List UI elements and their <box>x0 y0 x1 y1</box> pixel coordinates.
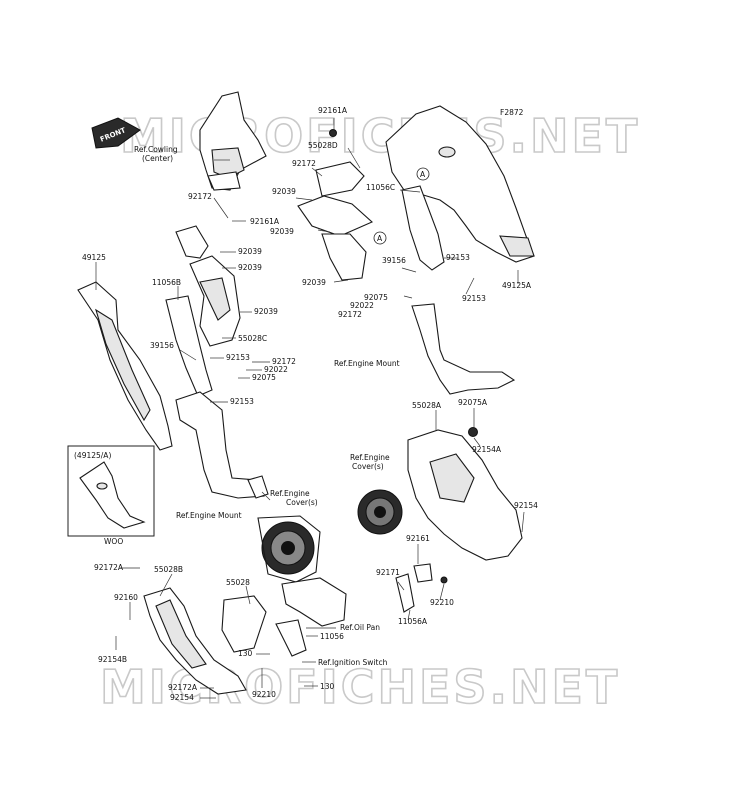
center-upper-brackets <box>297 129 374 281</box>
label-130: 130 <box>238 649 253 658</box>
label-55028A: 55028A <box>412 401 442 410</box>
label-92171: 92171 <box>376 568 400 577</box>
hardware-right-lower <box>395 427 478 613</box>
label-92022: 92022 <box>264 365 288 374</box>
label-92161A: 92161A <box>250 217 280 226</box>
label-92154A: 92154A <box>472 445 502 454</box>
label-92172: 92172 <box>292 159 316 168</box>
inset-title: (49125/A) <box>74 451 111 460</box>
lower-cowl-55028B <box>143 587 247 695</box>
label-92172A: 92172A <box>94 563 124 572</box>
label-92153: 92153 <box>446 253 470 262</box>
inset-box: (49125/A) WOO <box>67 445 155 546</box>
leader-lines <box>95 118 525 699</box>
svg-text:A: A <box>420 170 426 179</box>
label-92075: 92075 <box>364 293 388 302</box>
panel-left-upper <box>165 225 241 397</box>
ref-engine-mount-right: Ref.Engine Mount <box>334 359 400 368</box>
label-92172A: 92172A <box>168 683 198 692</box>
label-49125A: 49125A <box>502 281 532 290</box>
label-55028: 55028 <box>226 578 250 587</box>
engine-cover-right <box>357 429 523 561</box>
label-11056: 11056 <box>320 632 344 641</box>
label-92022: 92022 <box>350 301 374 310</box>
label-92039: 92039 <box>254 307 278 316</box>
label-49125: 49125 <box>82 253 106 262</box>
ref-cowling-center: (Center) <box>142 154 173 163</box>
reference-labels: Ref.Cowling (Center) Ref.Engine Mount Re… <box>134 145 400 667</box>
label-92154: 92154 <box>170 693 194 702</box>
label-55028C: 55028C <box>238 334 267 343</box>
label-92153: 92153 <box>462 294 486 303</box>
label-92039: 92039 <box>272 187 296 196</box>
label-92172: 92172 <box>338 310 362 319</box>
label-11056C: 11056C <box>366 183 395 192</box>
ref-cowling: Ref.Cowling <box>134 145 178 154</box>
ref-engine-cover-right: Ref.Engine <box>350 453 390 462</box>
ref-circle-a-2: A <box>416 167 430 181</box>
front-arrow-icon: FRONT <box>91 117 141 149</box>
ref-engine-mount-left: Ref.Engine Mount <box>176 511 242 520</box>
label-92154: 92154 <box>514 501 538 510</box>
label-92154B: 92154B <box>98 655 127 664</box>
label-39156: 39156 <box>150 341 174 350</box>
label-92039: 92039 <box>270 227 294 236</box>
ref-engine-cover-left-2: Cover(s) <box>286 498 318 507</box>
bracket-right-mid <box>401 185 516 395</box>
label-92075: 92075 <box>252 373 276 382</box>
label-92210: 92210 <box>252 690 276 699</box>
label-130: 130 <box>320 682 335 691</box>
engine-mount-left <box>175 391 269 499</box>
oil-pan-bracket <box>221 577 347 657</box>
label-11056B: 11056B <box>152 278 181 287</box>
side-cover-49125 <box>77 281 173 451</box>
svg-text:A: A <box>377 234 383 243</box>
watermark-top: MICROFICHES.NET <box>120 109 640 163</box>
label-92172: 92172 <box>272 357 296 366</box>
label-92161A: 92161A <box>318 106 348 115</box>
label-92161: 92161 <box>406 534 430 543</box>
label-92039: 92039 <box>238 263 262 272</box>
ref-engine-cover-left: Ref.Engine <box>270 489 310 498</box>
label-11056A: 11056A <box>398 617 428 626</box>
label-55028B: 55028B <box>154 565 183 574</box>
label-92172: 92172 <box>188 192 212 201</box>
label-92039: 92039 <box>302 278 326 287</box>
cowling-center-bracket <box>199 91 267 191</box>
engine-cover-left <box>257 515 321 583</box>
ref-circle-a-1: A <box>373 231 387 245</box>
label-92160: 92160 <box>114 593 138 602</box>
label-92075A: 92075A <box>458 398 488 407</box>
label-92153: 92153 <box>230 397 254 406</box>
grommet-icon <box>329 129 337 137</box>
ref-oil-pan: Ref.Oil Pan <box>340 623 380 632</box>
label-92153: 92153 <box>226 353 250 362</box>
ref-engine-cover-right-2: Cover(s) <box>352 462 384 471</box>
part-labels: 92161A 55028D 92172 92039 92039 92039 11… <box>82 106 538 702</box>
diagram-code: F2872 <box>500 108 524 117</box>
side-cover-49125A <box>385 105 535 263</box>
ref-ignition-switch: Ref.Ignition Switch <box>318 658 388 667</box>
label-39156: 39156 <box>382 256 406 265</box>
label-92210: 92210 <box>430 598 454 607</box>
label-92039: 92039 <box>238 247 262 256</box>
label-55028D: 55028D <box>308 141 338 150</box>
inset-code: WOO <box>104 537 123 546</box>
